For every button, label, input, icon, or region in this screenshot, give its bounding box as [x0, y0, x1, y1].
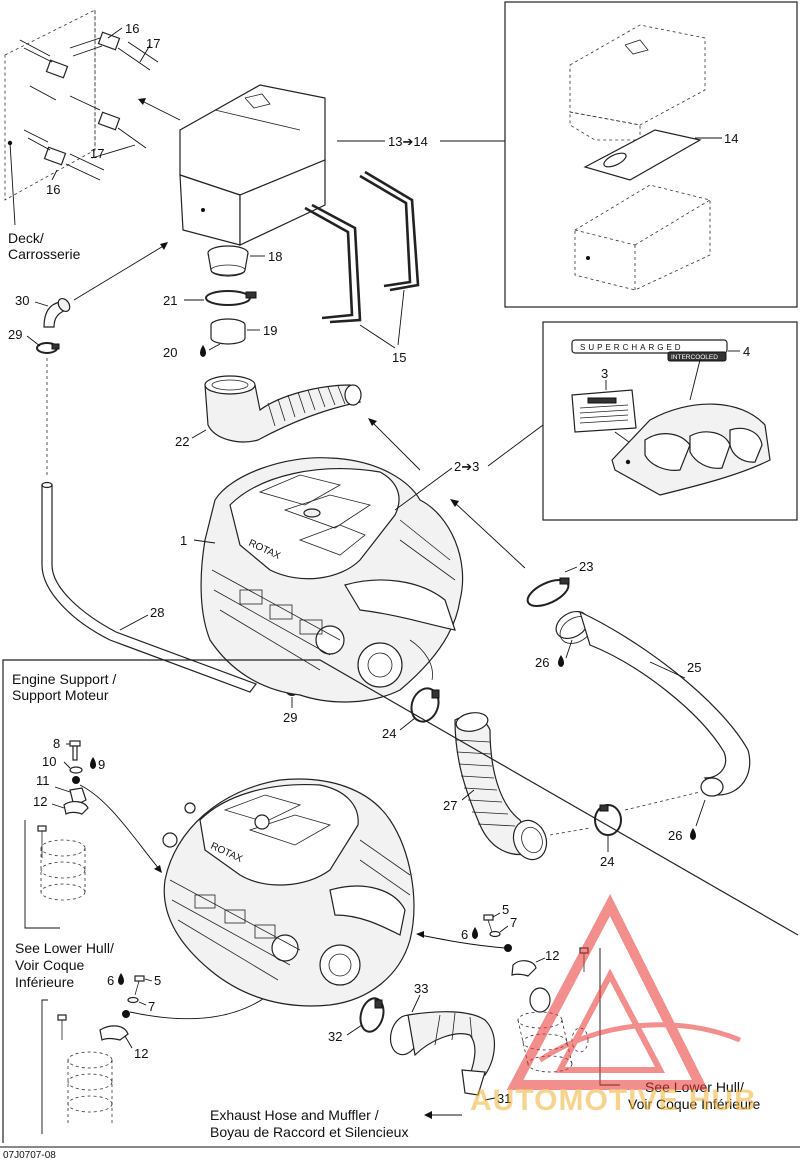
engine-cover-part [611, 403, 771, 496]
callout-7-left: 7 [148, 999, 155, 1014]
clamp-32 [359, 997, 385, 1033]
callout-24-top: 24 [382, 726, 396, 741]
callout-5-left: 5 [154, 973, 161, 988]
air-box [138, 84, 326, 246]
callout-16-top: 16 [125, 21, 139, 36]
spacer-12-right [511, 960, 537, 977]
sleeve-19 [210, 318, 246, 345]
callout-7-right: 7 [510, 915, 517, 930]
straps [304, 170, 420, 324]
spacer-12-lower-left [99, 1025, 129, 1041]
watermark-text: AUTOMOTIVE HUB [470, 1084, 757, 1117]
callout-9: 9 [98, 757, 105, 772]
callout-12-lower-left: 12 [134, 1046, 148, 1061]
watermark: AUTOMOTIVE HUB [470, 894, 757, 1117]
clamp-24-bottom [594, 804, 622, 836]
callout-16-bottom: 16 [46, 182, 60, 197]
callout-31: 31 [497, 1091, 511, 1106]
callout-19: 19 [263, 323, 277, 338]
callout-21: 21 [163, 293, 177, 308]
callout-26-bottom: 26 [668, 828, 682, 843]
callout-3: 3 [601, 366, 608, 381]
callout-30: 30 [15, 293, 29, 308]
lower-hull-right-line2: Voir Coque Inférieure [628, 1096, 761, 1112]
callout-12-right: 12 [545, 948, 559, 963]
vent-hose-28 [41, 481, 257, 693]
exhaust-hose-33 [389, 1011, 496, 1096]
callout-6-right: 6 [461, 927, 468, 942]
callout-23: 23 [579, 559, 593, 574]
callout-29-top: 29 [8, 327, 22, 342]
air-box-inset [504, 1, 798, 308]
decal-subtext: INTERCOOLED [671, 354, 718, 361]
callout-25: 25 [687, 660, 701, 675]
callout-15: 15 [392, 350, 406, 365]
callout-8: 8 [53, 736, 60, 751]
exhaust-label-line2: Boyau de Raccord et Silencieux [210, 1124, 408, 1140]
vent-elbow-30 [43, 297, 71, 328]
callout-26-top: 26 [535, 655, 549, 670]
callout-6-left: 6 [107, 973, 114, 988]
engine-support-label-line1: Engine Support / [12, 671, 116, 687]
intake-adapter-18 [207, 245, 249, 277]
air-box-inset-parts [569, 24, 711, 291]
bolt-8 [69, 740, 81, 761]
decal-text: SUPERCHARGED [580, 343, 684, 352]
washer-10 [69, 766, 83, 774]
deck-brackets [4, 9, 159, 226]
callout-20: 20 [163, 345, 177, 360]
warning-decal-3 [571, 389, 637, 433]
callout-17-top: 17 [146, 36, 160, 51]
hose-25 [579, 610, 751, 797]
engine-cover-inset [542, 321, 798, 521]
mount-left-upper-assembly [37, 825, 86, 901]
engine-bottom: ROTAX [162, 778, 415, 1007]
callout-24-bottom: 24 [600, 854, 614, 869]
lower-hull-left-line1: See Lower Hull/ [15, 940, 114, 956]
callout-33: 33 [414, 981, 428, 996]
engine-1: ROTAX [200, 457, 464, 703]
supercharged-decal-4: SUPERCHARGED INTERCOOLED [571, 339, 728, 362]
exhaust-label-line1: Exhaust Hose and Muffler / [210, 1107, 379, 1123]
callout-32: 32 [328, 1029, 342, 1044]
clamp-29-top [36, 342, 60, 354]
callout-5-right: 5 [502, 902, 509, 917]
callout-1: 1 [180, 533, 187, 548]
engine-support-frame [2, 659, 799, 1143]
clamp-21 [205, 290, 257, 306]
callout-14: 14 [724, 131, 738, 146]
callout-4: 4 [743, 344, 750, 359]
callout-18: 18 [268, 249, 282, 264]
callout-27: 27 [443, 798, 457, 813]
lower-hull-left-line3: Inférieure [15, 974, 74, 990]
bolt-5-right [483, 914, 494, 921]
callout-2-3: 2➔3 [454, 459, 479, 474]
spacer-12-left [63, 801, 89, 815]
callout-13-14: 13➔14 [388, 134, 428, 149]
callout-22: 22 [175, 434, 189, 449]
hose-27 [454, 712, 548, 861]
engine-support-label-line2: Support Moteur [12, 687, 109, 703]
callout-17-bottom: 17 [90, 146, 104, 161]
lower-hull-left-line2: Voir Coque [15, 957, 84, 973]
callout-29-bottom: 29 [283, 710, 297, 725]
figure-code: 07J0707-08 [3, 1150, 56, 1161]
intake-hose-22 [204, 375, 362, 443]
callout-10: 10 [42, 754, 56, 769]
deck-label-line1: Deck/ [8, 230, 44, 246]
mount-left-lower-assembly [57, 1014, 113, 1124]
callout-11: 11 [36, 773, 50, 788]
clamp-23 [526, 577, 570, 607]
callout-12-left: 12 [33, 794, 47, 809]
clamp-24-top [410, 687, 440, 723]
deck-label-line2: Carrosserie [8, 246, 81, 262]
callout-28: 28 [150, 605, 164, 620]
bolt-5-left [134, 975, 145, 982]
